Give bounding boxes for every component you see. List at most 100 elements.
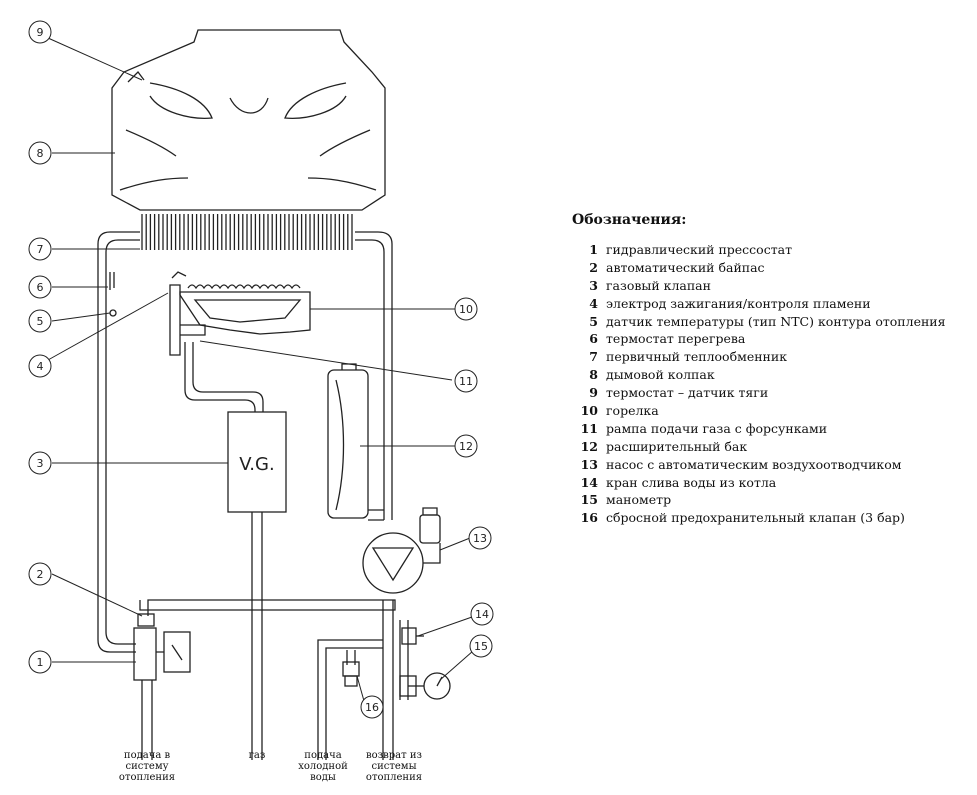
callout-12: 12 <box>454 434 478 458</box>
legend-item-text: датчик температуры (тип NTC) контура ото… <box>606 313 946 329</box>
callout-number: 3 <box>37 457 44 470</box>
legend-item: 5 датчик температуры (тип NTC) контура от… <box>572 314 972 332</box>
legend-item-text: манометр <box>606 492 672 508</box>
automatic-bypass <box>137 613 155 627</box>
legend-item: 3 газовый клапан <box>572 278 972 296</box>
gas-valve-label: V.G. <box>239 454 274 475</box>
callout-circle <box>454 369 478 393</box>
legend-item-text: термостат перегрева <box>606 331 746 347</box>
legend-item-number: 15 <box>580 492 598 508</box>
legend-item-text: электрод зажигания/контроля пламени <box>606 295 871 311</box>
legend-item: 8 дымовой колпак <box>572 367 972 385</box>
callout-number: 7 <box>37 243 44 256</box>
callout-2: 2 <box>28 562 52 586</box>
legend-item: 7 первичный теплообменник <box>572 349 972 367</box>
callout-circle <box>470 602 494 626</box>
label-cold-water: подача холодной воды <box>298 750 348 783</box>
callout-number: 15 <box>474 640 488 653</box>
callout-circle <box>28 451 52 475</box>
primary-heat-exchanger <box>141 214 353 250</box>
legend-item: 10 горелка <box>572 403 972 421</box>
legend-item-text: термостат – датчик тяги <box>606 385 769 401</box>
callout-number: 2 <box>37 568 44 581</box>
legend-item-number: 4 <box>589 295 598 311</box>
callout-circle <box>28 562 52 586</box>
hydraulic-pressure-switch <box>133 627 191 681</box>
gas-ramp <box>184 342 264 412</box>
callout-circles: 9 8 7 6 5 4 3 2 1 10 11 12 13 14 15 16 <box>28 20 494 719</box>
safety-valve <box>342 661 360 687</box>
callout-number: 13 <box>473 532 487 545</box>
callout-number: 1 <box>37 656 44 669</box>
legend-item: 15 манометр <box>572 492 972 510</box>
callout-circle <box>28 354 52 378</box>
expansion-tank <box>327 363 384 521</box>
heating-circuit-pipes <box>97 231 409 760</box>
legend-item-number: 8 <box>589 367 598 383</box>
callout-number: 10 <box>459 303 473 316</box>
legend-item-number: 7 <box>589 349 598 365</box>
legend-item-number: 14 <box>580 474 598 490</box>
overheat-thermostat <box>109 272 115 290</box>
callout-7: 7 <box>28 237 52 261</box>
callout-15: 15 <box>469 634 493 658</box>
callout-number: 9 <box>37 26 44 39</box>
manometer <box>399 672 451 700</box>
callout-16: 16 <box>360 695 384 719</box>
legend-item: 1 гидравлический прессостат <box>572 242 972 260</box>
callout-number: 5 <box>37 315 44 328</box>
callout-9: 9 <box>28 20 52 44</box>
legend-item-number: 1 <box>589 242 598 257</box>
callout-circle <box>454 434 478 458</box>
legend-item-text: рампа подачи газа с форсунками <box>606 420 828 436</box>
callout-5: 5 <box>28 309 52 333</box>
callout-number: 6 <box>37 281 44 294</box>
callout-14: 14 <box>470 602 494 626</box>
callout-number: 4 <box>37 360 44 373</box>
legend-item-number: 10 <box>580 403 598 419</box>
legend-item-number: 9 <box>589 385 598 401</box>
legend-item-number: 5 <box>589 313 598 329</box>
drain-cock <box>401 627 424 645</box>
legend-title: Обозначения: <box>572 212 687 228</box>
legend-item-number: 3 <box>589 277 598 293</box>
legend-item-text: первичный теплообменник <box>606 349 788 365</box>
legend-item-text: расширительный бак <box>606 438 748 454</box>
callout-circle <box>469 634 493 658</box>
callout-circle <box>28 237 52 261</box>
callout-circle <box>28 20 52 44</box>
burner <box>179 284 311 335</box>
legend-item-number: 2 <box>589 259 598 275</box>
legend-item-text: горелка <box>606 403 659 419</box>
legend-item-text: гидравлический прессостат <box>606 242 792 257</box>
legend-item: 9 термостат – датчик тяги <box>572 385 972 403</box>
callout-8: 8 <box>28 141 52 165</box>
legend-item-number: 6 <box>589 331 598 347</box>
gas-valve <box>227 411 287 760</box>
label-heating-return: возврат из системы отопления <box>365 750 423 783</box>
callout-number: 11 <box>459 375 473 388</box>
callout-circle <box>28 309 52 333</box>
callout-number: 12 <box>459 440 473 453</box>
callout-3: 3 <box>28 451 52 475</box>
legend-item: 4 электрод зажигания/контроля пламени <box>572 296 972 314</box>
callout-10: 10 <box>454 297 478 321</box>
callout-circle <box>360 695 384 719</box>
legend-item-number: 12 <box>580 438 598 454</box>
legend-item-number: 13 <box>580 456 598 472</box>
legend-item-text: газовый клапан <box>606 277 711 293</box>
callout-1: 1 <box>28 650 52 674</box>
legend-item-text: сбросной предохранительный клапан (3 бар… <box>606 510 905 526</box>
legend: Обозначения: 1 гидравлический прессостат 2… <box>572 212 972 528</box>
legend-item-text: дымовой колпак <box>606 367 715 383</box>
callout-13: 13 <box>468 526 492 550</box>
callout-number: 8 <box>37 147 44 160</box>
legend-item: 12 расширительный бак <box>572 439 972 457</box>
